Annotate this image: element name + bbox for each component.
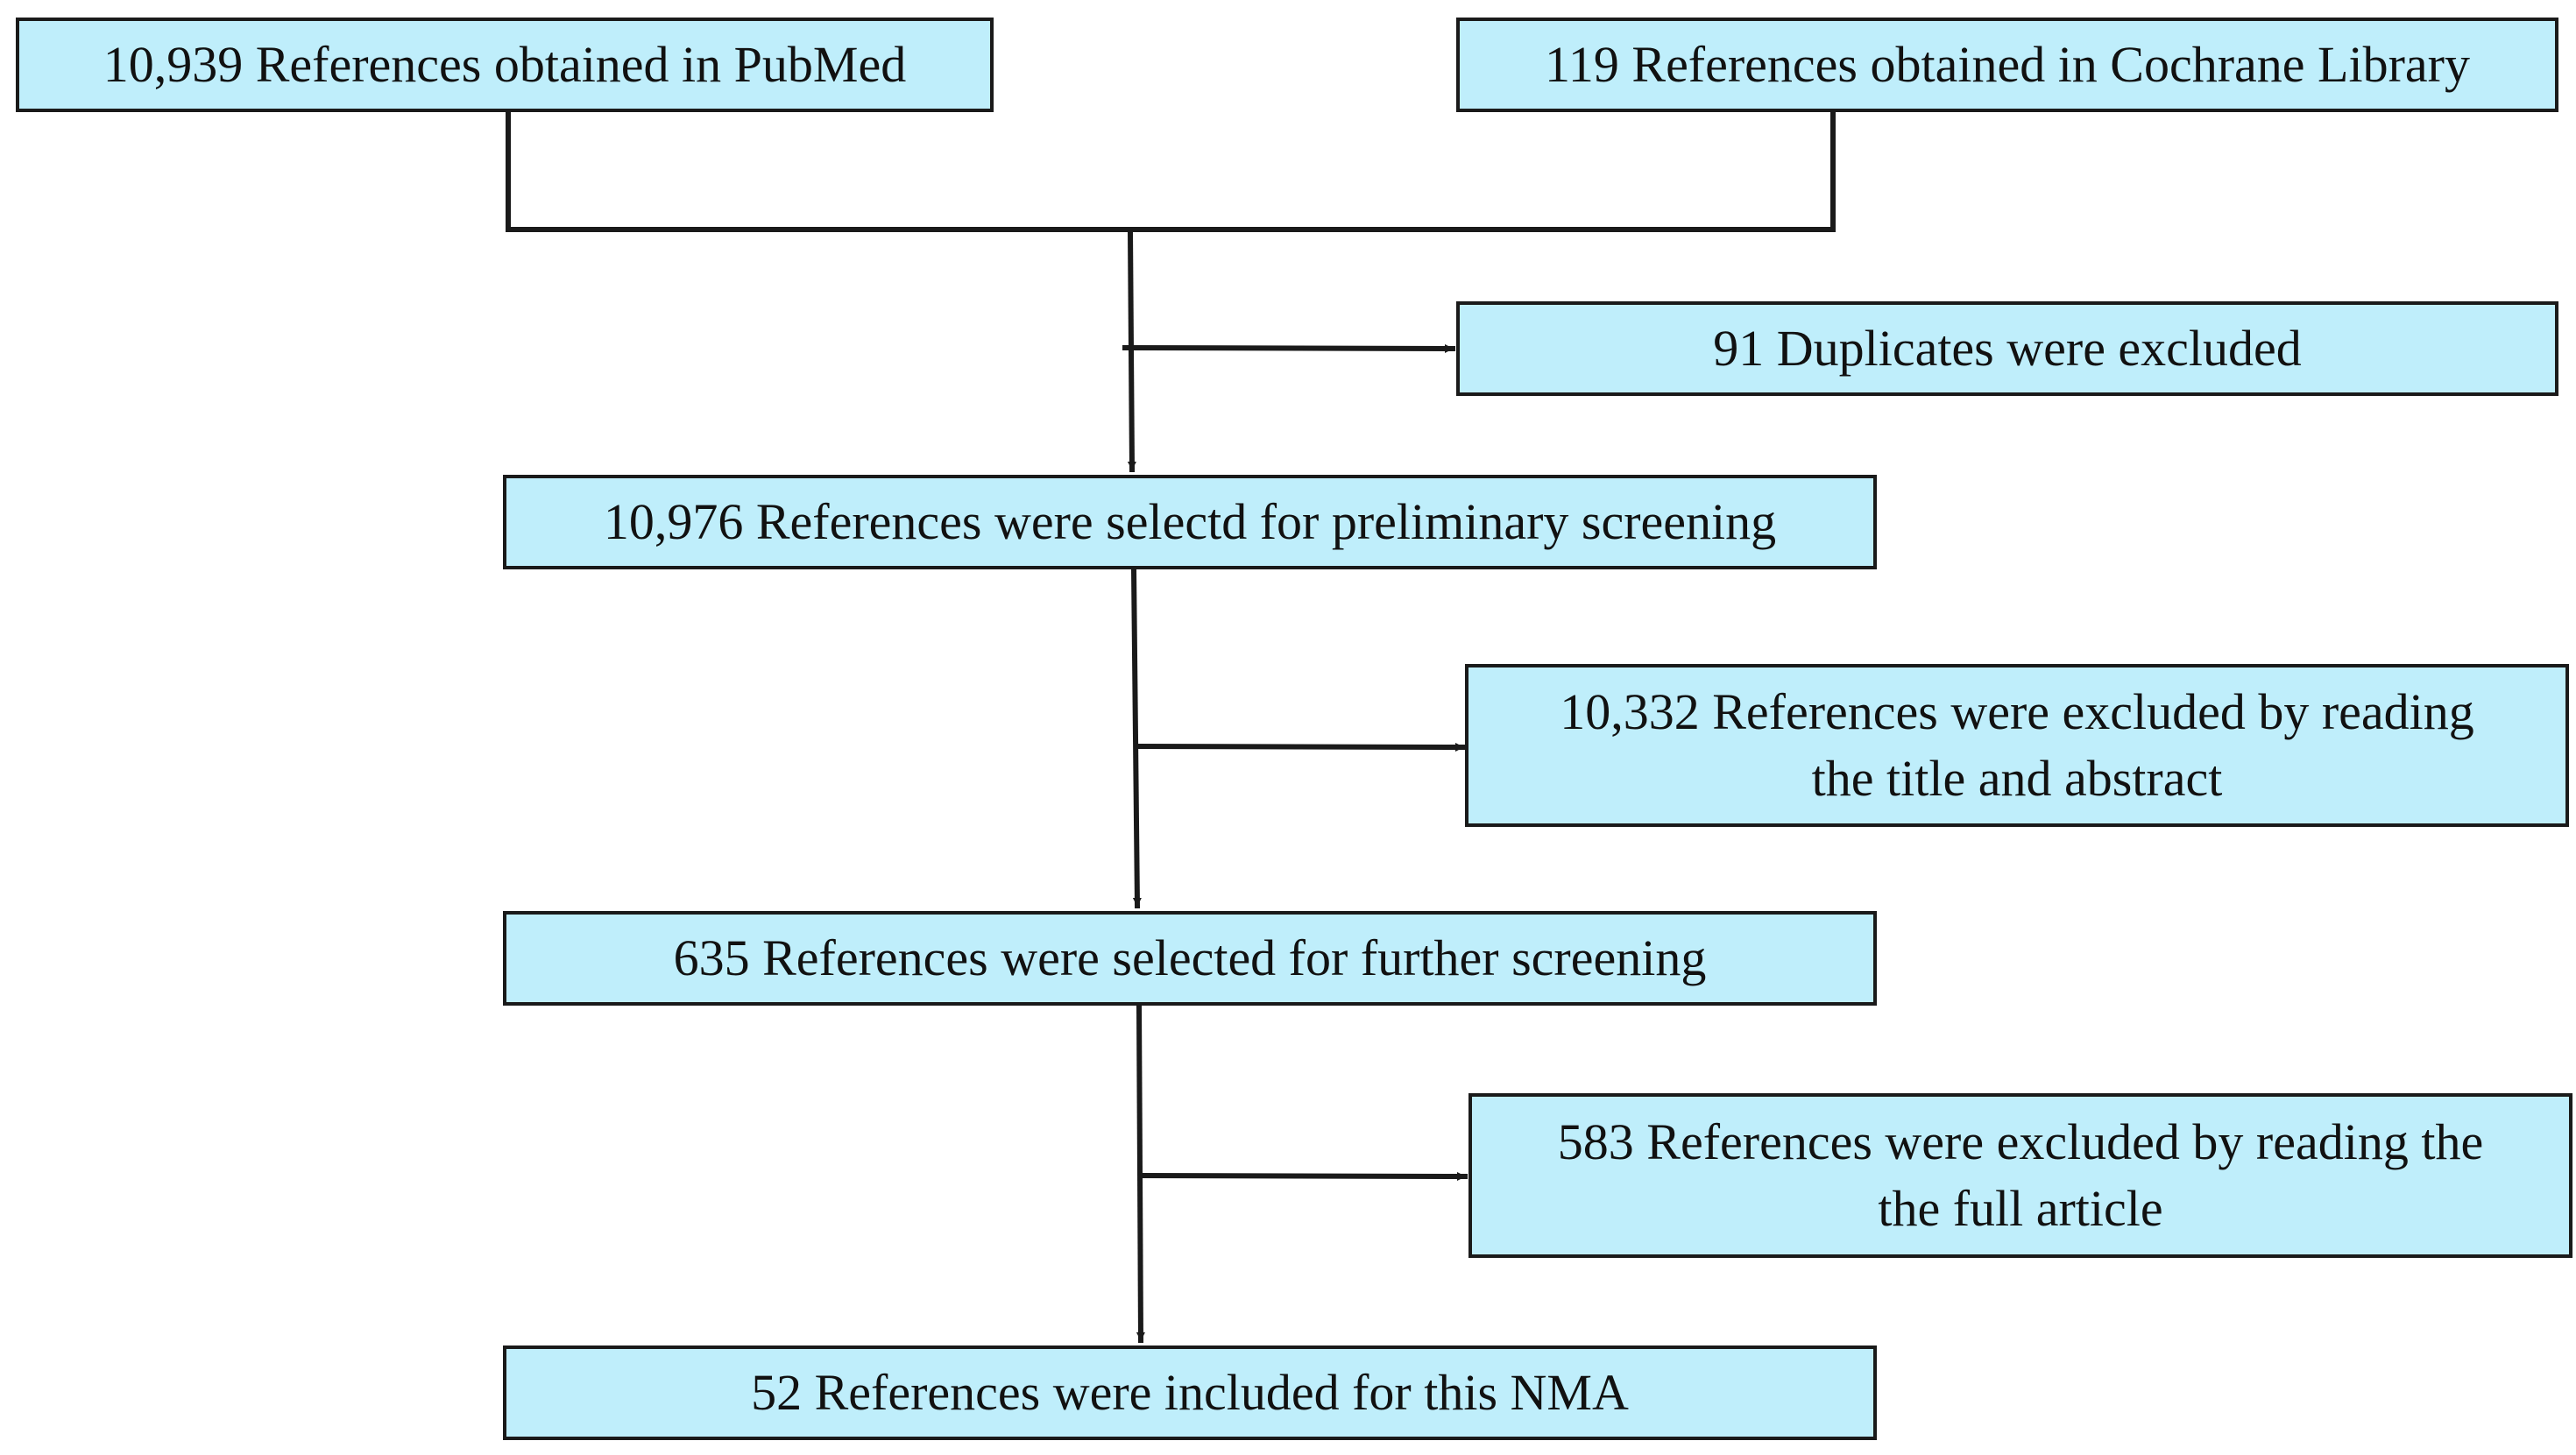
cochrane-references-text: 119 References obtained in Cochrane Libr… — [1545, 36, 2470, 93]
excluded-full-article-line2: the full article — [1878, 1180, 2163, 1237]
pubmed-references-text: 10,939 References obtained in PubMed — [103, 36, 907, 93]
duplicates-excluded-text: 91 Duplicates were excluded — [1713, 320, 2302, 377]
included-references-box: 52 References were included for this NMA — [503, 1346, 1877, 1440]
preliminary-screening-text: 10,976 References were selectd for preli… — [603, 493, 1777, 550]
cochrane-references-box: 119 References obtained in Cochrane Libr… — [1456, 18, 2558, 112]
excluded-title-abstract-line2: the title and abstract — [1811, 750, 2223, 807]
arrow-to-duplicates — [1122, 343, 1456, 353]
preliminary-screening-box: 10,976 References were selectd for preli… — [503, 475, 1877, 569]
excluded-full-article-box: 583 References were excluded by reading … — [1468, 1093, 2572, 1258]
duplicates-excluded-box: 91 Duplicates were excluded — [1456, 301, 2558, 396]
excluded-full-article-line1: 583 References were excluded by reading … — [1557, 1113, 2484, 1170]
arrow-to-excluded-title-abstract — [1134, 742, 1467, 752]
further-screening-text: 635 References were selected for further… — [673, 929, 1707, 986]
excluded-title-abstract-line1: 10,332 References were excluded by readi… — [1560, 683, 2474, 740]
included-references-text: 52 References were included for this NMA — [751, 1364, 1629, 1421]
excluded-title-abstract-box: 10,332 References were excluded by readi… — [1465, 664, 2569, 827]
arrow-to-further — [1130, 566, 1142, 909]
further-screening-box: 635 References were selected for further… — [503, 911, 1877, 1006]
pubmed-references-box: 10,939 References obtained in PubMed — [16, 18, 994, 112]
